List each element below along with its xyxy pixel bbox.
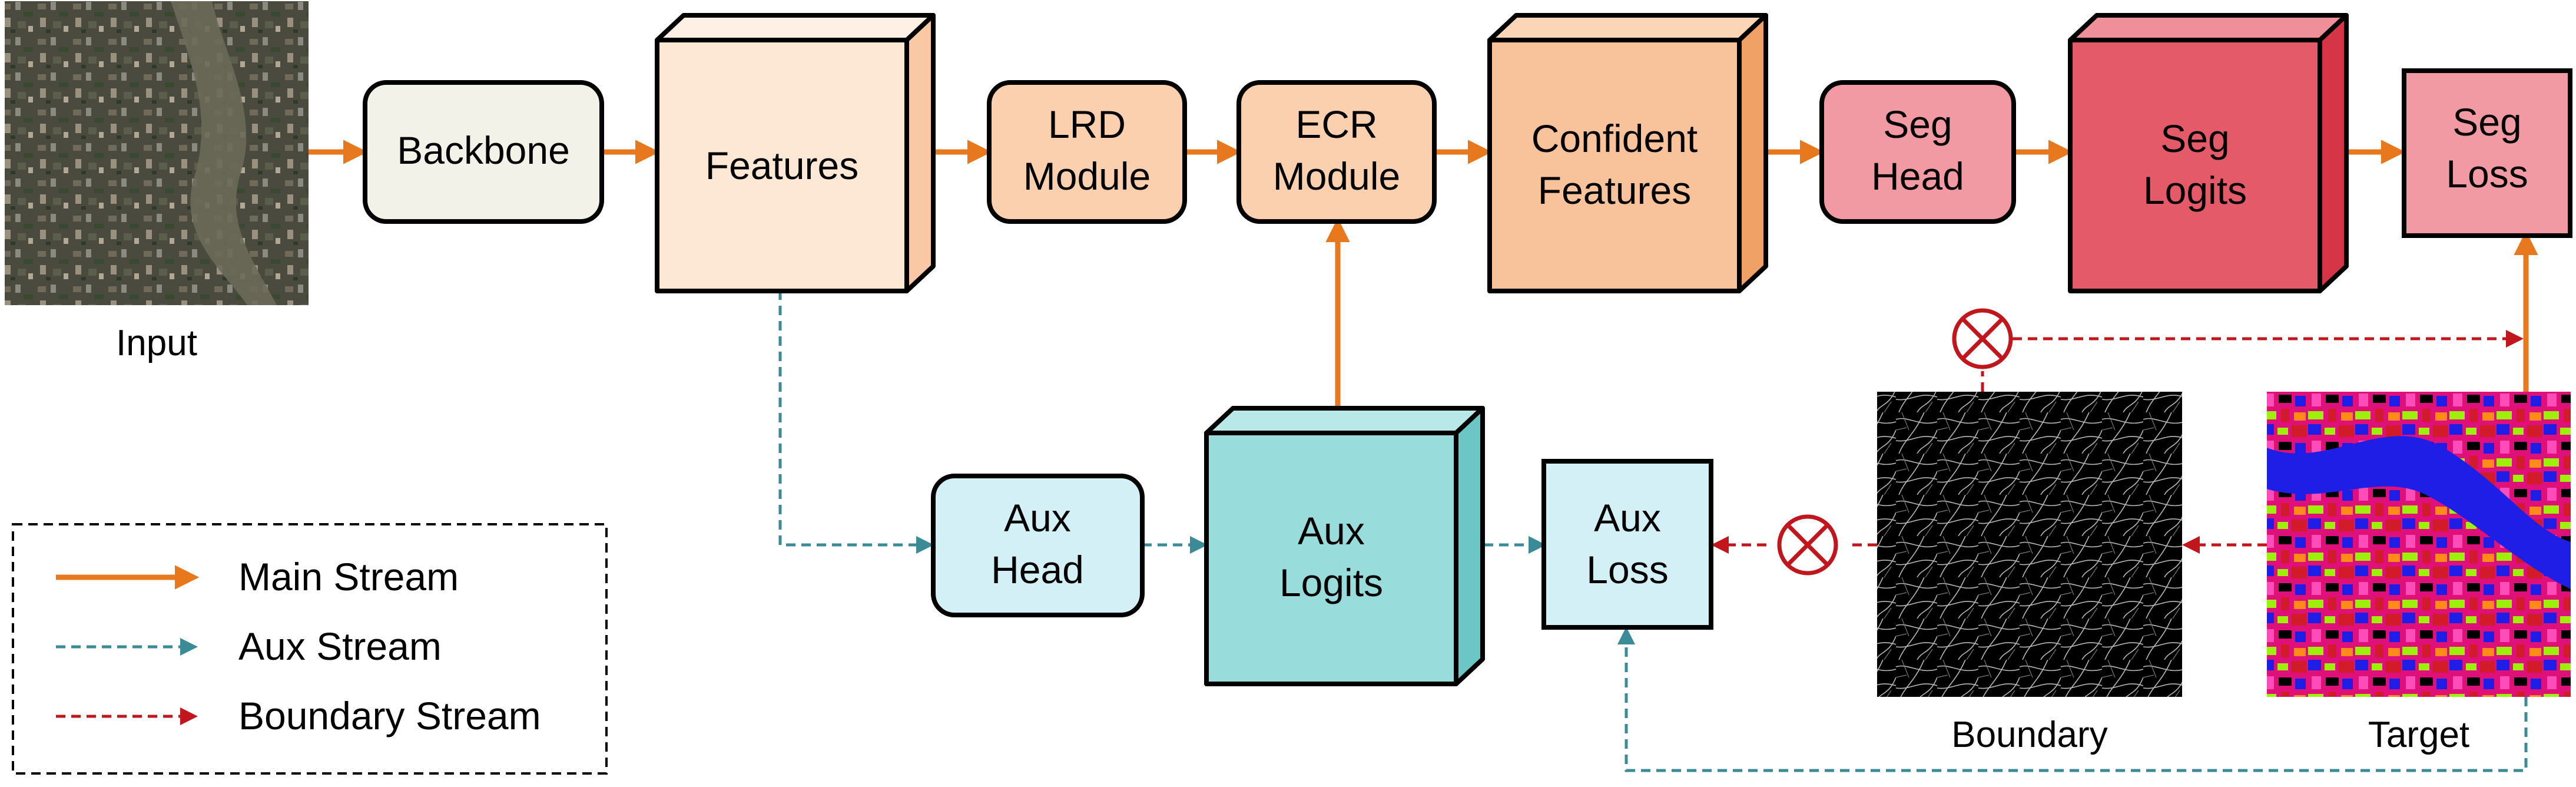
ecr-module-box: ECR Module [1236,80,1437,224]
seg-logits-line1: Seg [2160,117,2229,160]
legend-main-label: Main Stream [238,555,459,598]
seg-head-line1: Seg [1883,102,1952,146]
lrd-module-box: LRD Module [987,80,1187,224]
boundary-caption: Boundary [1951,715,2107,755]
aux-head-box: Aux Head [931,474,1145,617]
confident-label-line1: Confident [1531,117,1698,160]
boundary-stream-arrows [1711,330,2524,554]
lrd-label-line1: LRD [1048,102,1126,146]
boundary-image [1877,392,2182,697]
main-stream-arrows [309,140,2538,406]
arrow-features-auxhead [778,290,934,554]
lrd-label-line2: Module [1023,154,1151,198]
backbone-label: Backbone [397,128,570,172]
aux-head-line2: Head [991,548,1084,591]
aux-stream-arrows [778,290,2528,772]
seg-logits-cube: Seg Logits [2068,13,2349,293]
features-cube: Features [655,13,936,293]
seg-head-box: Seg Head [1819,80,2016,224]
seg-loss-box: Seg Loss [2402,68,2572,238]
legend-boundary-label: Boundary Stream [238,694,541,738]
aux-logits-cube: Aux Logits [1204,406,1485,686]
input-caption: Input [116,323,197,363]
aux-loss-line2: Loss [1586,548,1668,591]
multiply-icon [1952,308,2013,369]
aux-loss-line1: Aux [1594,496,1661,540]
target-image [2267,392,2571,697]
aux-logits-line2: Logits [1279,561,1383,604]
input-image [5,1,309,305]
seg-logits-line2: Logits [2143,168,2247,212]
seg-loss-line1: Seg [2452,100,2521,144]
confident-features-cube: Confident Features [1487,13,1768,293]
arrow-target-auxloss [1617,627,2528,772]
legend-aux-label: Aux Stream [238,624,442,668]
legend: Main Stream Aux Stream Boundary Stream [12,523,608,775]
seg-head-line2: Head [1871,154,1964,198]
ecr-label-line2: Module [1273,154,1400,198]
multiply-icon [1777,514,1838,576]
ecr-label-line1: ECR [1295,102,1377,146]
backbone-box: Backbone [363,80,604,224]
seg-loss-line2: Loss [2446,152,2528,196]
features-label: Features [705,144,858,187]
target-caption: Target [2368,715,2469,755]
confident-label-line2: Features [1538,168,1691,212]
aux-loss-box: Aux Loss [1541,459,1713,630]
aux-logits-line1: Aux [1298,509,1365,553]
aux-head-line1: Aux [1004,496,1071,540]
